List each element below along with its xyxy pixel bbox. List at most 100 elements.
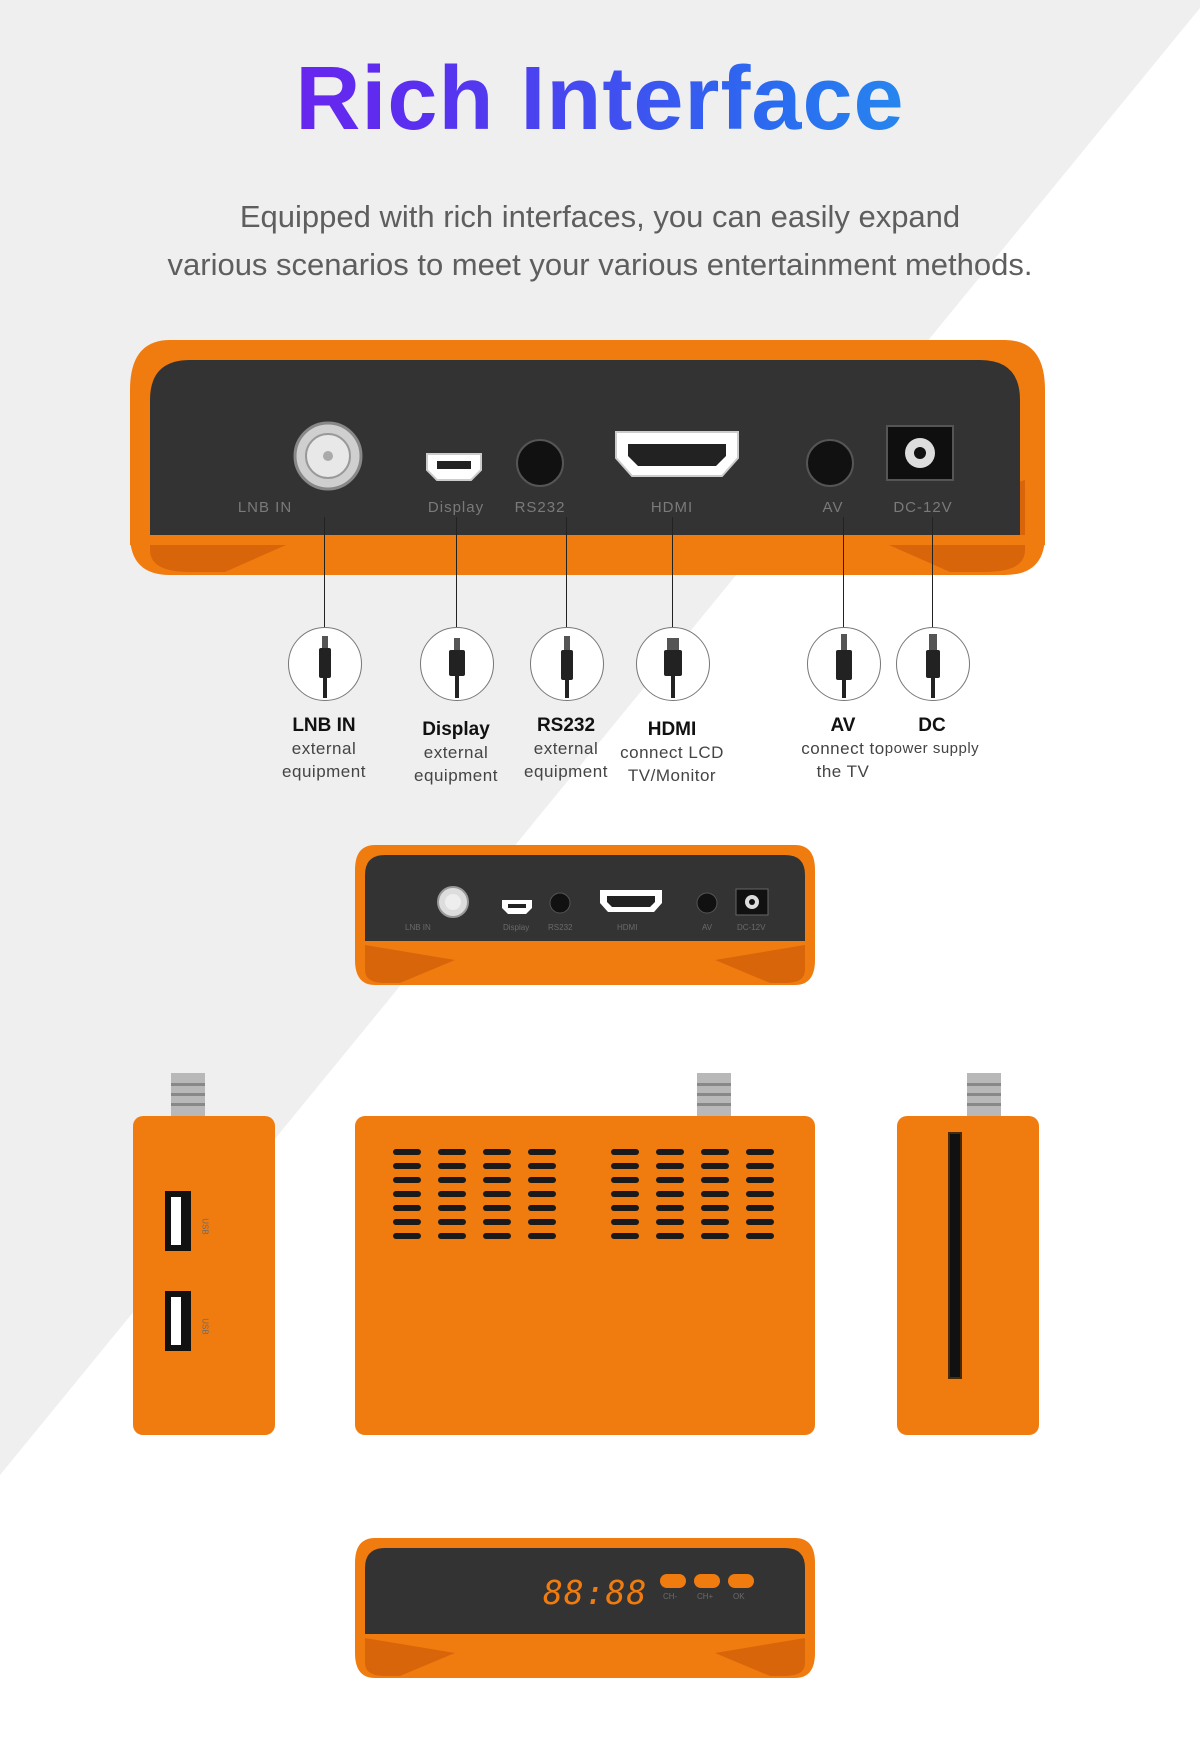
front-button-label-ch-minus: CH- (663, 1592, 678, 1601)
port-label-display: Display (427, 499, 485, 516)
leader-line-rs232 (566, 517, 567, 627)
vent-slot (483, 1233, 511, 1239)
caption-dc: DC power supply (862, 714, 1002, 760)
vent-slot (483, 1205, 511, 1211)
vent-slot (393, 1149, 421, 1155)
vent-slot (438, 1219, 466, 1225)
cable-plug-icon (420, 627, 494, 701)
vent-slot (483, 1177, 511, 1183)
vent-slot (746, 1219, 774, 1225)
caption-display-title: Display (422, 719, 490, 740)
caption-hdmi-line1: connect LCD (620, 743, 724, 762)
vent-slot (701, 1149, 729, 1155)
vent-slot (438, 1233, 466, 1239)
leader-line-dc (932, 517, 933, 627)
port-label-av: AV (822, 499, 844, 516)
cable-plug-icon (530, 627, 604, 701)
page-subtitle: Equipped with rich interfaces, you can e… (100, 193, 1100, 289)
caption-av-title: AV (830, 715, 856, 736)
leader-line-display (456, 517, 457, 627)
usb-port-icon (165, 1190, 191, 1250)
vent-slot (611, 1191, 639, 1197)
subtitle-line-2: various scenarios to meet your various e… (167, 247, 1033, 282)
vent-slot (656, 1205, 684, 1211)
vent-slot (393, 1191, 421, 1197)
vent-slot (746, 1177, 774, 1183)
front-button-label-ch-plus: CH+ (697, 1592, 714, 1601)
caption-lnb-line2: equipment (282, 762, 366, 781)
coax-connector-icon (293, 421, 363, 491)
vent-slot (611, 1219, 639, 1225)
device-front-view (355, 1538, 815, 1678)
vent-slot (656, 1233, 684, 1239)
vent-slot (438, 1205, 466, 1211)
cable-plug-icon (636, 627, 710, 701)
vent-slot (483, 1163, 511, 1169)
vent-slot (746, 1163, 774, 1169)
vent-slot (656, 1219, 684, 1225)
cable-plug-icon (807, 627, 881, 701)
caption-rs232-title: RS232 (536, 715, 596, 736)
av-jack-icon (806, 439, 854, 487)
vent-slot (611, 1233, 639, 1239)
leader-line-hdmi (672, 517, 673, 627)
device-right-side-view (897, 1073, 1039, 1435)
small-label-av: AV (702, 923, 713, 932)
vent-slot (656, 1163, 684, 1169)
port-label-hdmi: HDMI (650, 499, 694, 516)
mini-usb-port-icon (426, 453, 482, 481)
vent-slot (393, 1163, 421, 1169)
vent-slot (746, 1149, 774, 1155)
caption-rs232-line2: equipment (524, 762, 608, 781)
vent-slot (701, 1191, 729, 1197)
caption-lnb-title: LNB IN (292, 715, 356, 736)
device-rear-view-small (355, 845, 815, 985)
caption-rs232: RS232 external equipment (496, 714, 636, 783)
vent-slot (483, 1191, 511, 1197)
port-label-lnb: LNB IN (237, 499, 293, 516)
vent-slot (528, 1177, 556, 1183)
vent-slot (528, 1233, 556, 1239)
small-label-hdmi: HDMI (617, 923, 638, 932)
vent-slot (701, 1219, 729, 1225)
vent-slot (528, 1163, 556, 1169)
caption-display-line1: external (423, 743, 489, 762)
vent-slot (393, 1177, 421, 1183)
vent-slot (393, 1205, 421, 1211)
vent-slot (656, 1177, 684, 1183)
small-label-lnb: LNB IN (405, 923, 431, 932)
leader-line-av (843, 517, 844, 627)
page-title: Rich Interface (0, 48, 1200, 151)
caption-av-line1: connect to (801, 739, 885, 758)
cable-plug-icon (896, 627, 970, 701)
card-slot-icon (949, 1133, 961, 1378)
cable-plug-icon (288, 627, 362, 701)
port-label-dc: DC-12V (893, 499, 953, 516)
usb-port-icon (165, 1290, 191, 1350)
vent-slot (701, 1233, 729, 1239)
leader-line-lnb (324, 517, 325, 627)
caption-dc-title: DC (918, 715, 946, 736)
caption-av: AV connect to the TV (773, 714, 913, 783)
front-led-display: 88:88 (543, 1573, 648, 1612)
vent-slot (611, 1205, 639, 1211)
caption-hdmi: HDMI connect LCD TV/Monitor (602, 718, 742, 787)
vent-slot (393, 1219, 421, 1225)
caption-av-line2: the TV (816, 762, 870, 781)
small-label-display: Display (503, 923, 530, 932)
vent-slot (611, 1177, 639, 1183)
vent-slot (483, 1219, 511, 1225)
caption-display: Display external equipment (386, 718, 526, 787)
vent-slot (483, 1149, 511, 1155)
small-label-rs232: RS232 (548, 923, 573, 932)
caption-dc-line1: power supply (884, 740, 980, 757)
vent-slot (438, 1149, 466, 1155)
usb-label-1: USB (200, 1218, 210, 1235)
vent-slot (656, 1149, 684, 1155)
vent-slot (528, 1191, 556, 1197)
caption-hdmi-title: HDMI (647, 719, 697, 740)
device-left-side-view (133, 1073, 275, 1435)
front-button-label-ok: OK (733, 1592, 745, 1601)
caption-display-line2: equipment (414, 766, 498, 785)
vent-slot (656, 1191, 684, 1197)
